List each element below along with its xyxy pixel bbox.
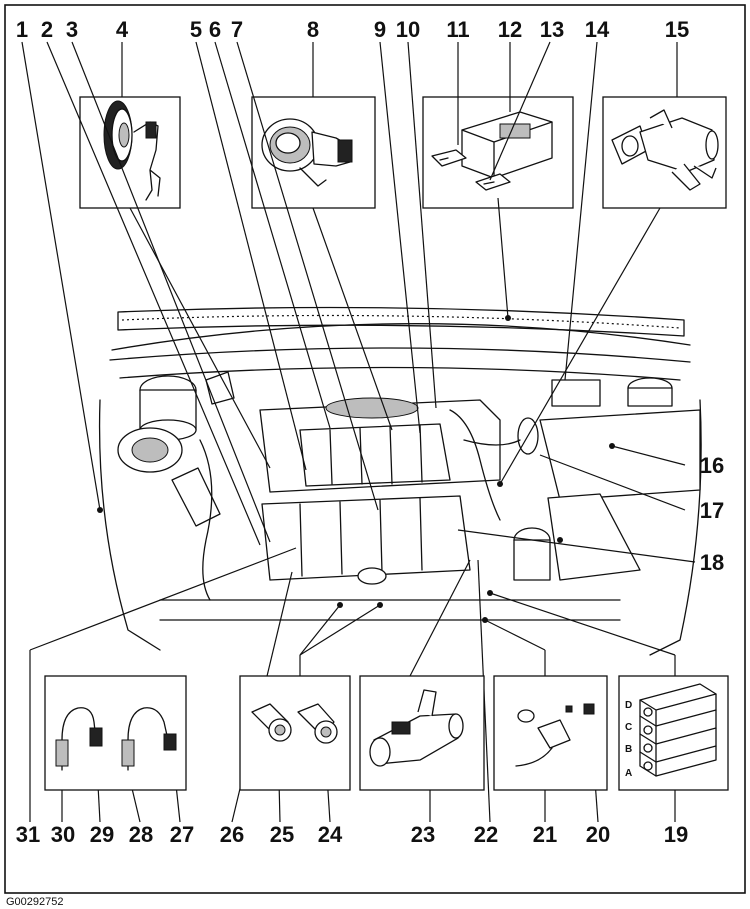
label-19: 19 xyxy=(664,822,688,847)
engine-bay-drawing xyxy=(97,306,702,656)
label-13: 13 xyxy=(540,17,564,42)
label-18: 18 xyxy=(700,550,724,575)
coil-letter-b: B xyxy=(625,744,632,755)
inset-11-13-control-unit xyxy=(422,96,574,209)
label-12: 12 xyxy=(498,17,522,42)
label-6: 6 xyxy=(209,17,221,42)
label-3: 3 xyxy=(66,17,78,42)
inset-20-21-speed-sensor xyxy=(493,675,608,791)
label-23: 23 xyxy=(411,822,435,847)
label-28: 28 xyxy=(129,822,153,847)
label-27: 27 xyxy=(170,822,194,847)
label-4: 4 xyxy=(116,17,129,42)
leader-lines xyxy=(21,41,696,823)
label-31: 31 xyxy=(16,822,40,847)
label-29: 29 xyxy=(90,822,114,847)
inset-19-ignition-coil: D C B A xyxy=(618,675,729,791)
label-1: 1 xyxy=(16,17,28,42)
inset-15-coolant-flange xyxy=(602,96,727,209)
label-8: 8 xyxy=(307,17,319,42)
label-7: 7 xyxy=(231,17,243,42)
label-21: 21 xyxy=(533,822,557,847)
label-layer: 1 2 3 4 5 6 7 8 9 10 11 12 13 14 15 16 1… xyxy=(16,17,724,847)
label-20: 20 xyxy=(586,822,610,847)
label-5: 5 xyxy=(190,17,202,42)
diagram-frame xyxy=(4,4,746,894)
inset-8-valve xyxy=(251,96,376,209)
coil-letter-a: A xyxy=(625,768,632,779)
label-26: 26 xyxy=(220,822,244,847)
inset-24-25-knock-sensors xyxy=(239,675,351,791)
label-30: 30 xyxy=(51,822,75,847)
label-25: 25 xyxy=(270,822,294,847)
coil-letter-d: D xyxy=(625,700,632,711)
inset-4-camshaft-sensor xyxy=(79,96,181,209)
label-10: 10 xyxy=(396,17,420,42)
inset-27-30-oxygen-sensors xyxy=(44,675,187,791)
label-24: 24 xyxy=(318,822,343,847)
label-9: 9 xyxy=(374,17,386,42)
label-15: 15 xyxy=(665,17,689,42)
inset-23-valve xyxy=(359,675,485,791)
figure-code: G00292752 xyxy=(6,896,64,908)
label-16: 16 xyxy=(700,453,724,478)
label-22: 22 xyxy=(474,822,498,847)
label-17: 17 xyxy=(700,498,724,523)
label-14: 14 xyxy=(585,17,610,42)
label-2: 2 xyxy=(41,17,53,42)
coil-letter-c: C xyxy=(625,722,632,733)
label-11: 11 xyxy=(446,17,469,42)
